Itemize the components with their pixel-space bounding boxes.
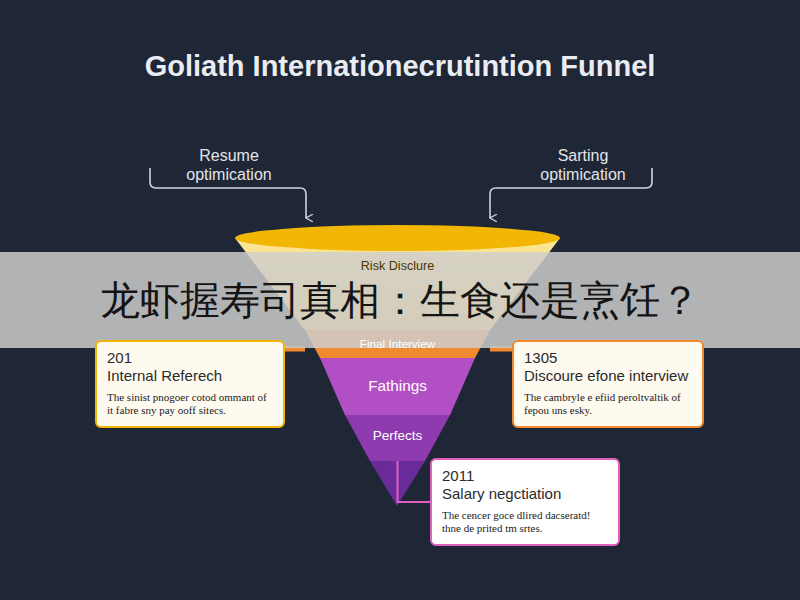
stage-label: Sarting optimication bbox=[540, 147, 625, 183]
connector bbox=[398, 461, 431, 502]
funnel-band: Fathings bbox=[320, 358, 475, 415]
callout-heading: Discoure efone interview bbox=[524, 367, 692, 385]
funnel-band: Perfects bbox=[345, 415, 450, 461]
callout-heading: Salary negctiation bbox=[442, 485, 608, 503]
callout-number: 1305 bbox=[524, 349, 692, 367]
band-label: Final Interview bbox=[305, 330, 490, 351]
callout-box: 2011Salary negctiationThe cencer goce dl… bbox=[430, 458, 620, 546]
callout-number: 201 bbox=[107, 349, 273, 367]
title-wrap: Goliath Internationecrutintion Funnel bbox=[0, 50, 800, 83]
callout-body: The sinist pnogoer cotod ommant of it fa… bbox=[107, 391, 273, 417]
callout-body: The cambryle e efiid peroltvaltik of fep… bbox=[524, 391, 692, 417]
callout-number: 2011 bbox=[442, 467, 608, 485]
band-label: Risk Disclure bbox=[235, 238, 560, 274]
band-label: Fathings bbox=[320, 358, 475, 395]
callout-box: 1305Discoure efone interviewThe cambryle… bbox=[512, 340, 704, 428]
callout-heading: Internal Referech bbox=[107, 367, 273, 385]
callout-box: 201Internal ReferechThe sinist pnogoer c… bbox=[95, 340, 285, 428]
funnel-band: Final Interview bbox=[305, 330, 490, 358]
callout-body: The cencer goce dlired dacseratd! thne d… bbox=[442, 509, 608, 535]
stage-label: Resume optimication bbox=[186, 147, 271, 183]
label-wrap: Resume optimication bbox=[163, 146, 295, 184]
diagram-title: Goliath Internationecrutintion Funnel bbox=[145, 50, 656, 82]
watermark: 龙虾握寿司真相：生食还是烹饪？ bbox=[100, 273, 700, 328]
label-wrap: Sarting optimication bbox=[517, 146, 649, 184]
band-label: Perfects bbox=[345, 415, 450, 444]
